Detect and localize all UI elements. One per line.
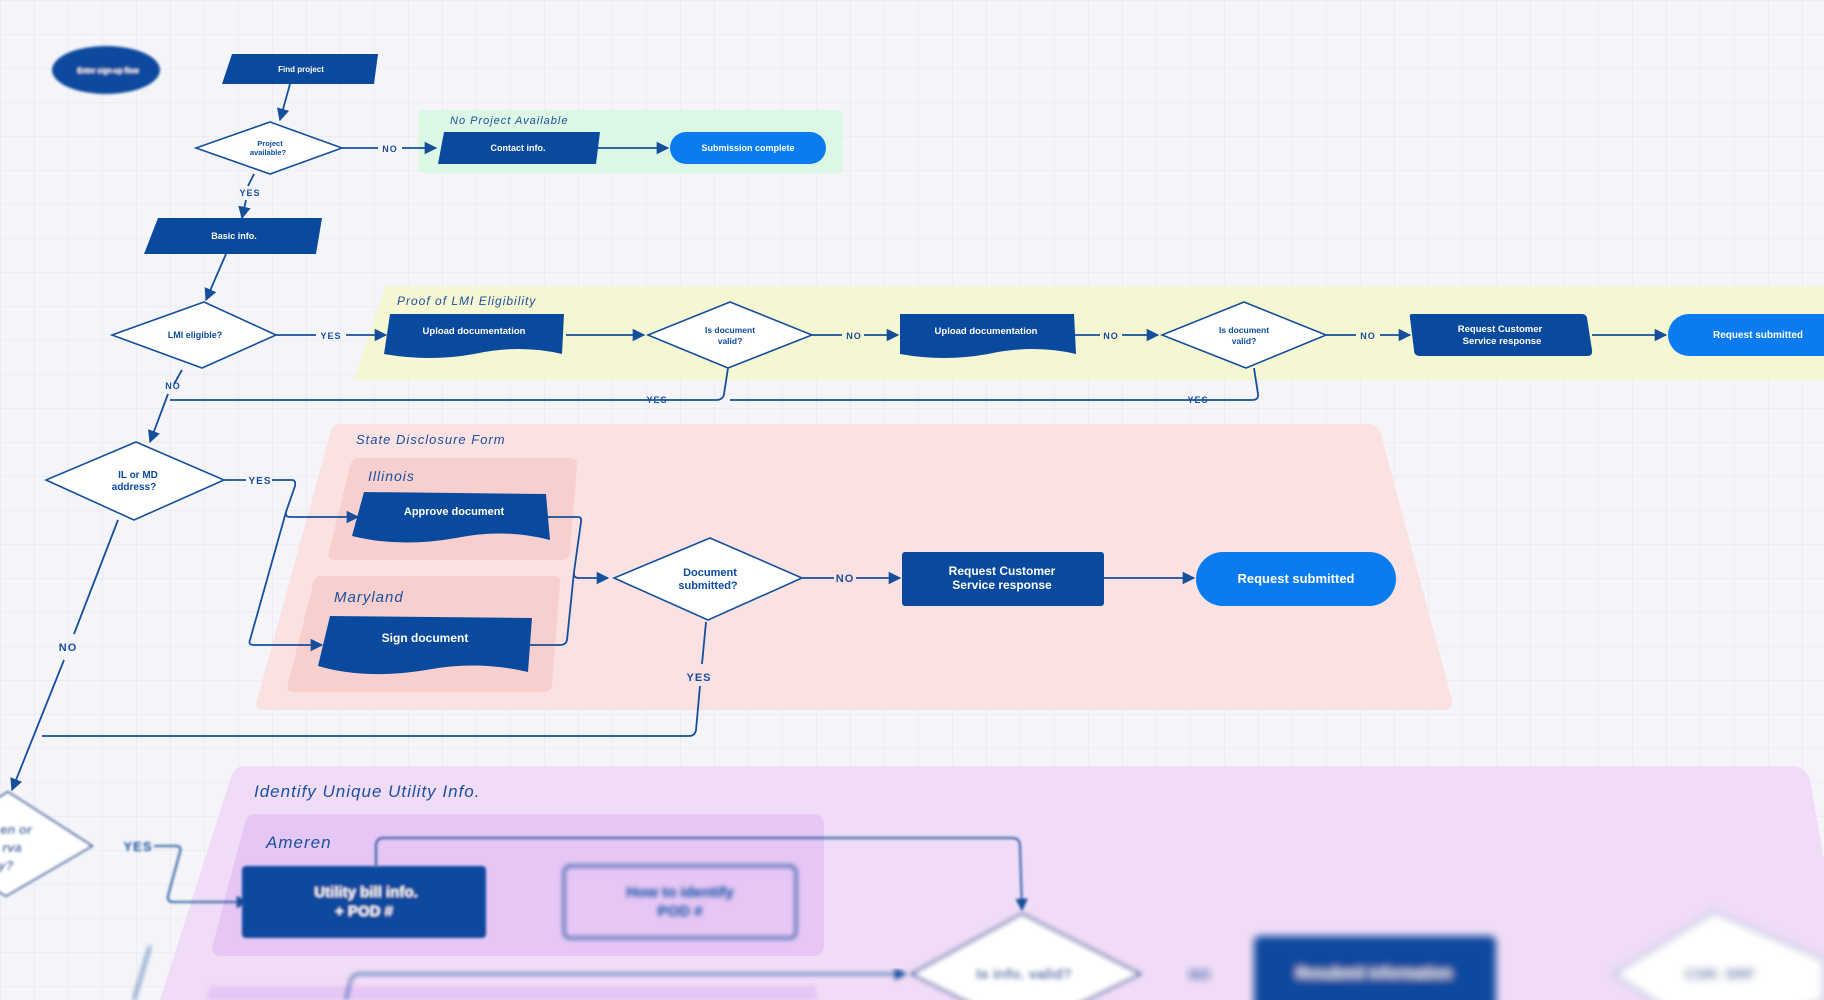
lane-lmi-title: Proof of LMI Eligibility: [397, 294, 536, 308]
lane-ameren-title: Ameren: [265, 833, 332, 852]
edge-label-no: NO: [846, 331, 862, 341]
edge-label-no: NO: [836, 573, 855, 585]
how-to-identify-pod-node[interactable]: How to identify POD #: [562, 864, 798, 940]
lane-lmi: Proof of LMI Eligibility: [354, 286, 1824, 380]
request-customer-service-node-1[interactable]: Request Customer Service response: [1409, 314, 1593, 356]
approve-document-label: Approve document: [404, 506, 505, 518]
find-project-node[interactable]: Find project: [222, 54, 378, 84]
upload-documentation-node-2[interactable]: Upload documentation: [900, 314, 1076, 358]
submission-complete-label: Submission complete: [701, 143, 794, 153]
doc-valid-label-1a: Is document: [705, 325, 755, 335]
utility-bill-info-node[interactable]: Utility bill info. + POD #: [242, 866, 486, 938]
request-submitted-label-1: Request submitted: [1713, 330, 1803, 341]
edge-label-yes: YES: [646, 395, 667, 405]
edge-label-no: NO: [1360, 331, 1376, 341]
request-submitted-node-1[interactable]: Request submitted: [1668, 314, 1824, 356]
utility-provider-label-1: en or: [0, 822, 33, 837]
utility-bill-label-1: Utility bill info.: [314, 884, 417, 901]
basic-info-node[interactable]: Basic info.: [144, 218, 322, 254]
edge-label-yes: YES: [239, 188, 260, 198]
request-cs-label-1a: Request Customer: [1458, 324, 1543, 335]
doc-valid-label-1b: valid?: [718, 336, 743, 346]
contact-info-node[interactable]: Contact info.: [438, 132, 600, 164]
basic-info-label: Basic info.: [211, 231, 257, 241]
lane-utility-title: Identify Unique Utility Info.: [254, 782, 480, 801]
edge-label-no: NO: [165, 381, 181, 391]
sign-document-node[interactable]: Sign document: [318, 616, 532, 675]
document-submitted-decision[interactable]: Document submitted?: [611, 537, 804, 621]
edge-label-yes: YES: [248, 476, 271, 487]
edge-label-yes: YES: [123, 839, 152, 854]
how-to-identify-label-2: POD #: [657, 903, 703, 920]
utility-bill-label-2: + POD #: [335, 903, 394, 920]
project-available-label-2: available?: [250, 148, 287, 157]
edge-label-yes: YES: [686, 672, 711, 684]
il-md-label-2: address?: [112, 482, 156, 493]
edge-label-no: NO: [382, 144, 398, 154]
il-md-address-decision[interactable]: IL or MD address?: [44, 441, 226, 521]
doc-valid-decision-1[interactable]: Is document valid?: [645, 301, 815, 369]
approve-document-node[interactable]: Approve document: [352, 492, 550, 543]
request-submitted-node-2[interactable]: Request submitted: [1196, 552, 1396, 606]
request-customer-service-node-2[interactable]: Request Customer Service response: [902, 552, 1104, 606]
utility-provider-label-2: rva: [2, 840, 22, 855]
document-submitted-label-1: Document: [683, 567, 737, 579]
info-valid-label: Is info. valid?: [976, 966, 1072, 983]
edge-label-no: NO: [1189, 967, 1211, 982]
resubmit-info-node[interactable]: Resubmit information: [1254, 936, 1496, 1000]
lane-no-project-title: No Project Available: [450, 115, 568, 127]
project-available-label-1: Project: [257, 139, 283, 148]
utility-provider-label-3: y?: [0, 858, 14, 873]
doc-valid-label-2b: valid?: [1232, 336, 1257, 346]
csr-label: CSR. SRF: [1685, 966, 1755, 983]
request-cs-label-2b: Service response: [952, 578, 1052, 592]
start-node[interactable]: Enter sign-up flow: [52, 46, 160, 94]
edge-label-no: NO: [1103, 331, 1119, 341]
csr-decision[interactable]: CSR. SRF: [1611, 910, 1824, 1000]
lane-maryland-title: Maryland: [334, 589, 404, 606]
utility-provider-decision[interactable]: en or rva y?: [0, 790, 94, 898]
lmi-eligible-label: LMI eligible?: [168, 330, 223, 340]
how-to-identify-label-1: How to identify: [626, 884, 734, 901]
request-cs-label-1b: Service response: [1463, 336, 1542, 347]
lmi-eligible-decision[interactable]: LMI eligible?: [109, 301, 278, 369]
edge-label-no: NO: [59, 642, 78, 654]
lane-state-title: State Disclosure Form: [356, 432, 506, 447]
edge-labels: NO YES YES NO NO NO NO YES YES YES NO NO…: [59, 144, 1376, 982]
document-submitted-label-2: submitted?: [678, 580, 738, 592]
request-submitted-label-2: Request submitted: [1237, 571, 1354, 586]
upload-documentation-label-2: Upload documentation: [935, 326, 1038, 337]
upload-documentation-label-1: Upload documentation: [423, 326, 526, 337]
il-md-label-1: IL or MD: [118, 470, 158, 481]
lane-illinois-title: Illinois: [368, 468, 415, 484]
request-cs-label-2a: Request Customer: [949, 564, 1056, 578]
doc-valid-label-2a: Is document: [1219, 325, 1269, 335]
doc-valid-decision-2[interactable]: Is document valid?: [1159, 301, 1329, 369]
upload-documentation-node-1[interactable]: Upload documentation: [384, 314, 564, 358]
edge-label-yes: YES: [1187, 395, 1208, 405]
resubmit-info-label: Resubmit information: [1296, 965, 1451, 982]
sign-document-label: Sign document: [382, 631, 469, 645]
project-available-decision[interactable]: Project available?: [193, 121, 345, 175]
contact-info-label: Contact info.: [491, 143, 546, 153]
find-project-label: Find project: [278, 65, 324, 74]
info-valid-decision[interactable]: Is info. valid?: [909, 912, 1143, 1000]
edge-label-yes: YES: [320, 331, 341, 341]
start-label: Enter sign-up flow: [77, 68, 139, 75]
submission-complete-node[interactable]: Submission complete: [670, 132, 826, 164]
connectors: [10, 63, 1668, 1000]
